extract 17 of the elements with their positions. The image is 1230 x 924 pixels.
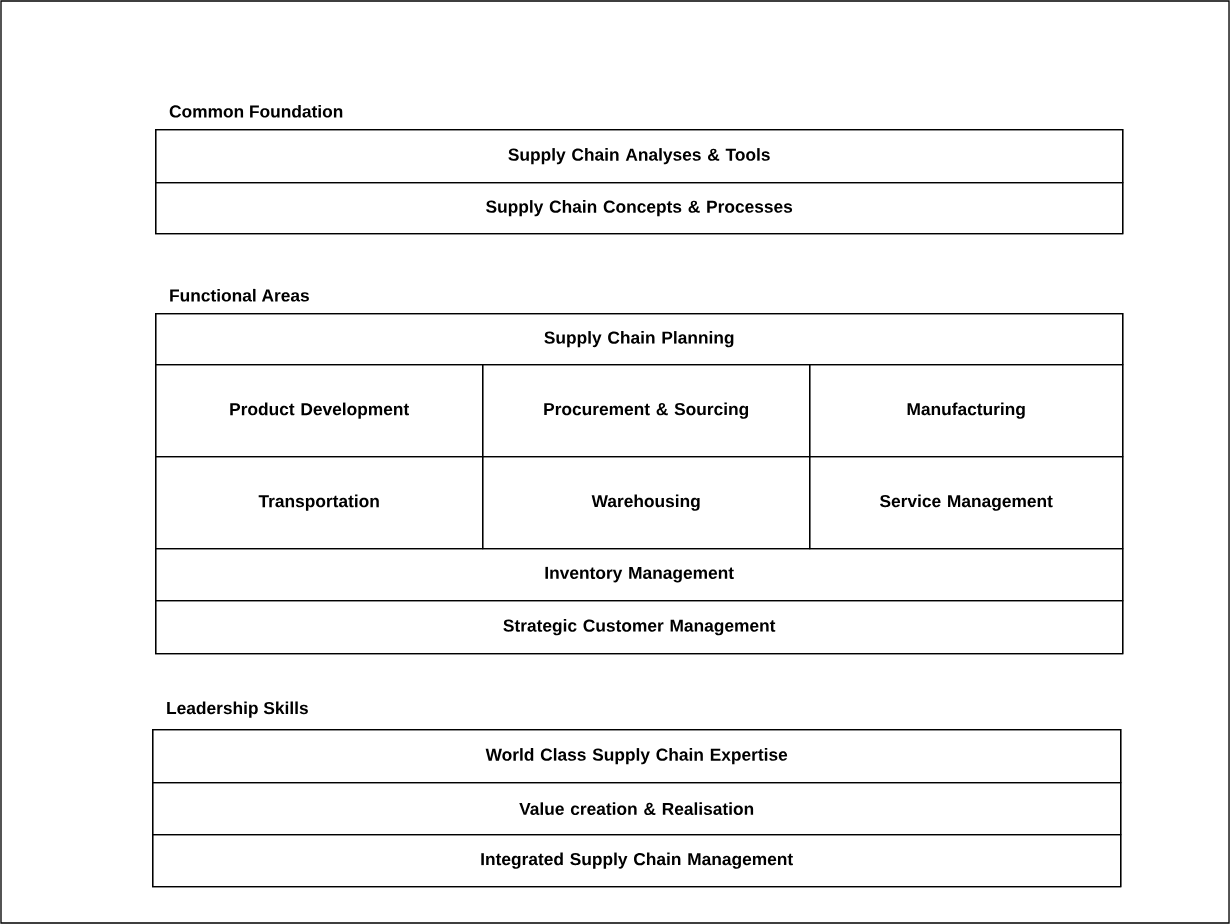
category-box: Warehousing	[482, 456, 811, 550]
category-box: Manufacturing	[809, 364, 1124, 458]
node-label: Functional Areas	[170, 288, 309, 302]
category-box: World Class Supply Chain Expertise	[152, 729, 1122, 784]
node-label: Leadership Skills	[167, 701, 308, 718]
category-box: Strategic Customer Management	[155, 600, 1124, 655]
category-box: Procurement & Sourcing	[482, 364, 811, 458]
category-box: Inventory Management	[155, 548, 1124, 602]
category-box: Supply Chain Analyses & Tools	[155, 129, 1124, 184]
category-box: Product Development	[155, 364, 484, 458]
category-box: Service Management	[809, 456, 1124, 550]
category-box: Supply Chain Planning	[155, 313, 1124, 366]
category-box: Transportation	[155, 456, 484, 550]
node-label: Common Foundation	[169, 104, 343, 118]
category-box: Value creation & Realisation	[152, 782, 1122, 836]
category-box: Integrated Supply Chain Management	[152, 834, 1122, 888]
category-box: Supply Chain Concepts & Processes	[155, 182, 1124, 235]
